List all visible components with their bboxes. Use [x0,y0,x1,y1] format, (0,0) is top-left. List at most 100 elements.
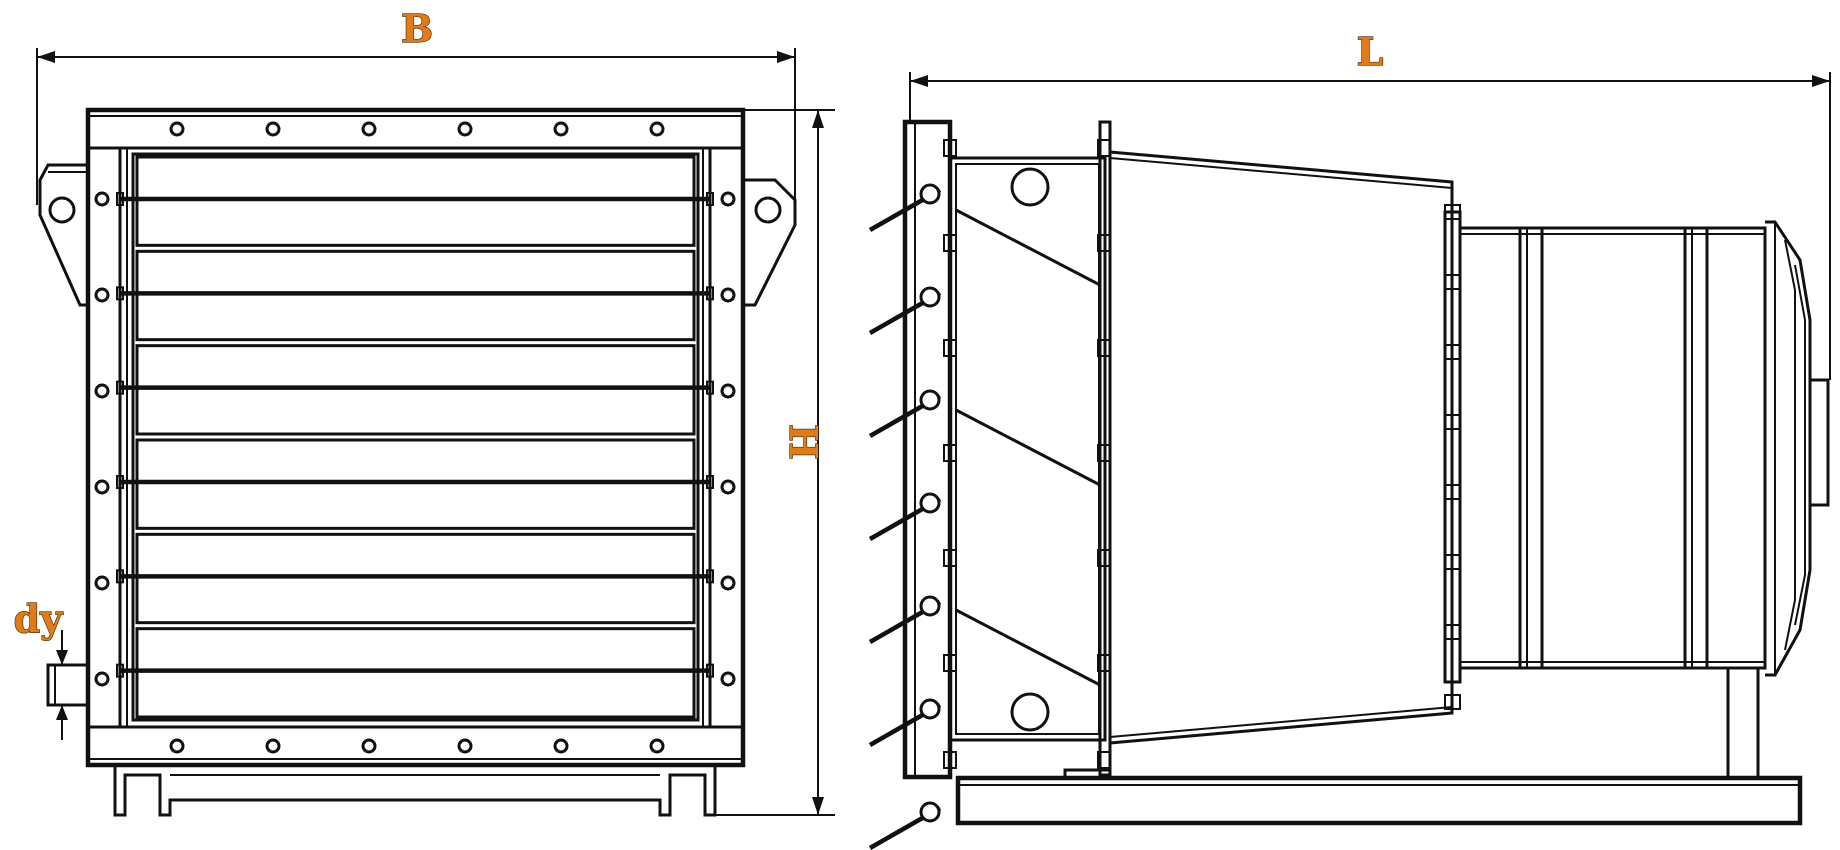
rod-eye-nut [919,492,941,514]
dim-dy-arrow-top [56,650,68,665]
rail-bolt-group [169,121,665,754]
side-transition-cone [1109,150,1454,745]
side-cone-top-edge [1109,157,1453,189]
collar-clip [1444,624,1461,640]
dim-dy-arrow-bottom [56,705,68,720]
collar-clip [1444,274,1461,290]
collar-clip [1444,554,1461,570]
front-bottom-rail [86,725,745,767]
flange-clip-rear [1097,234,1111,252]
front-inner-panel [131,152,700,722]
dimension-label-l: L [1357,29,1384,74]
dimension-label-dy: dy [14,596,64,641]
dim-h-arrow-top [812,110,824,128]
louver-pin-right [706,380,714,395]
bottom-rail-bolt [169,738,185,754]
dimension-dy: dy [13,595,68,740]
louver-pin-right [706,286,714,301]
louver-pin-right [706,663,714,678]
side-brace-1 [955,208,1101,287]
post-bolt-right [720,383,736,399]
post-bolt-left [94,383,110,399]
dimension-h: H [715,109,835,816]
flange-bolt-group [943,139,1461,769]
louver-pin-left [116,569,124,584]
post-bolt-right [720,479,736,495]
motor-cap-rib-2 [1794,264,1806,626]
side-support-leg [1726,666,1760,780]
collar-clip [1444,414,1461,430]
flange-clip-rear [1097,751,1111,769]
louver-pin-right [706,192,714,206]
flange-clip-front [943,549,957,567]
louver-pin-left [116,475,124,489]
right-lifting-lug [743,178,797,307]
flange-clip-rear [1097,339,1111,357]
fan-housing-band-2 [1683,226,1709,670]
side-view [868,119,1830,850]
side-box-section [948,156,1107,742]
top-rail-bolt [649,121,665,137]
side-base-clip [1063,768,1112,780]
flange-clip-rear [1097,549,1111,567]
post-bolt-left [94,191,110,207]
rod-eye-nut [919,595,941,617]
bottom-rail-bolt [649,738,665,754]
pipe-stub [46,663,90,707]
dimension-b: B [36,5,796,205]
collar-clip [1444,204,1461,220]
top-rail-bolt [553,121,569,137]
side-cone-bottom-edge [1109,706,1453,738]
louver-pin-right [706,475,714,489]
post-bolt-right [720,191,736,207]
top-rail-bolt [361,121,377,137]
front-top-rail [86,108,745,150]
post-bolt-left [94,287,110,303]
dim-b-arrow-left [37,51,55,63]
front-feet [113,765,717,817]
side-brace-3 [955,608,1101,687]
fan-housing-band-1 [1518,226,1544,670]
post-bolt-left [94,479,110,495]
bottom-rail-bolt [553,738,569,754]
louver-pin-right [706,569,714,584]
bottom-rail-bolt [265,738,281,754]
side-box-port-top [1010,167,1050,207]
dim-l-arrow-left [910,75,928,87]
flange-clip-front [943,654,957,672]
rod-eye-nut [919,286,941,308]
collar-clip [1444,344,1461,360]
dim-h-arrow-bottom [812,797,824,815]
post-bolt-right [720,575,736,591]
tension-rod-group [868,183,942,850]
left-lug-hole [48,196,76,224]
side-fan-housing [1458,226,1767,670]
louver-pin-left [116,380,124,395]
post-bolt-right [720,287,736,303]
rod-eye-nut [919,698,941,720]
flange-clip-rear [1097,654,1111,672]
louver-group [116,155,714,719]
post-bolt-left [94,671,110,687]
louver-pin-left [116,663,124,678]
front-view [38,107,797,817]
rod-eye-nut [919,389,941,411]
bottom-rail-bolt [457,738,473,754]
flange-clip-front [943,339,957,357]
side-base [955,775,1803,826]
post-bolt-left [94,575,110,591]
collar-clip [1444,484,1461,500]
bottom-rail-bolt [361,738,377,754]
flange-clip-rear [1097,444,1111,462]
top-rail-bolt [457,121,473,137]
flange-clip-rear [1097,139,1111,157]
side-brace-2 [955,408,1101,487]
top-rail-bolt [169,121,185,137]
top-rail-bolt [265,121,281,137]
dim-b-arrow-right [777,51,795,63]
flange-clip-front [943,751,957,769]
front-outer-frame [85,107,746,768]
right-lug-hole [754,196,782,224]
side-box-port-bottom [1010,692,1050,732]
